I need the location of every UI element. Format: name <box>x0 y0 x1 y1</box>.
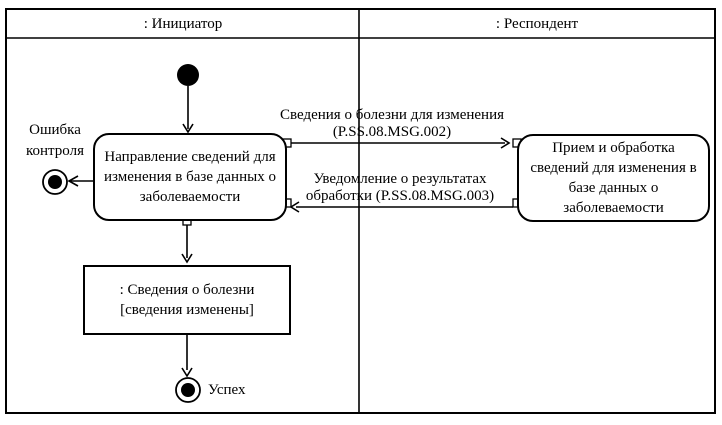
message-003-line2: обработки (P.SS.08.MSG.003) <box>305 188 495 204</box>
message-002-line1: Сведения о болезни для изменения <box>280 107 504 123</box>
lane-header-initiator-label: : Инициатор <box>143 15 223 32</box>
activity-send-label: Направление сведений для изменения в баз… <box>104 147 276 207</box>
activity-receive-label: Прием и обработка сведений для изменения… <box>530 138 696 218</box>
lane-header-respondent-label: : Респондент <box>495 15 579 32</box>
lane-header-initiator: : Инициатор <box>7 13 359 35</box>
activity-receive-line3: базе данных о <box>568 180 659 196</box>
activity-send-line3: заболеваемости <box>139 189 241 205</box>
activity-receive-node: Прием и обработка сведений для изменения… <box>517 134 710 222</box>
message-003-label: Уведомление о результатах обработки (P.S… <box>287 171 513 205</box>
message-003-line1: Уведомление о результатах <box>313 171 487 187</box>
lane-header-respondent: : Респондент <box>360 13 714 35</box>
activity-receive-line4: заболеваемости <box>563 200 664 216</box>
error-final-label-line2: контроля <box>26 143 84 159</box>
error-final-label-line1: Ошибка <box>29 122 81 138</box>
error-final-label: Ошибка контроля <box>14 120 96 162</box>
object-node: : Сведения о болезни [сведения изменены] <box>83 265 291 335</box>
success-final-label: Успех <box>208 381 288 399</box>
activity-receive-line1: Прием и обработка <box>552 140 675 156</box>
object-node-line2: [сведения изменены] <box>120 302 254 318</box>
message-002-label: Сведения о болезни для изменения (P.SS.0… <box>277 107 507 141</box>
activity-send-line1: Направление сведений для <box>104 149 276 165</box>
message-002-line2: (P.SS.08.MSG.002) <box>332 124 452 140</box>
activity-send-line2: изменения в базе данных о <box>104 169 276 185</box>
activity-receive-line2: сведений для изменения в <box>530 160 697 176</box>
diagram-frame <box>5 8 716 414</box>
activity-send-node: Направление сведений для изменения в баз… <box>93 133 287 221</box>
object-node-line1: : Сведения о болезни <box>119 282 255 298</box>
success-final-label-text: Успех <box>208 382 246 398</box>
